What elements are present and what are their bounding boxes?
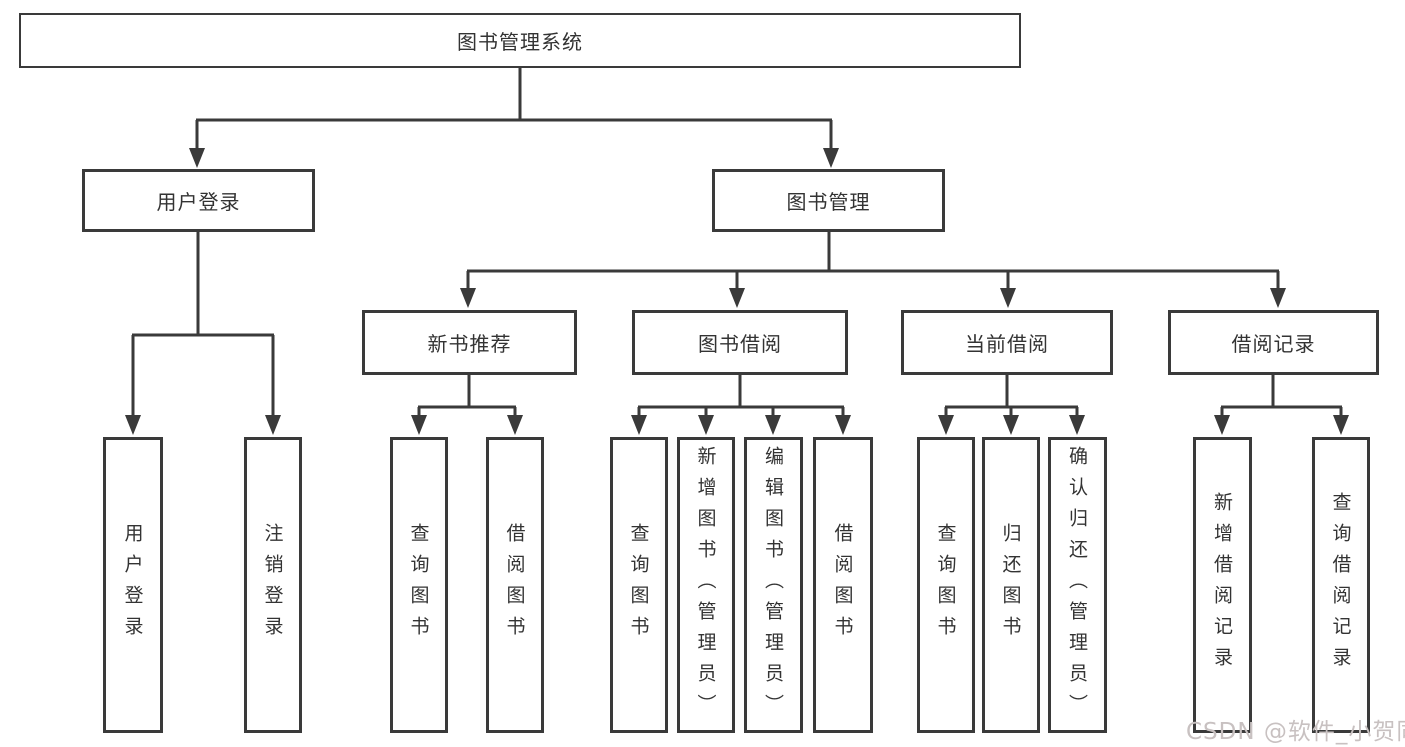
node-label: 查询借阅记录 <box>1329 492 1352 678</box>
node-label: 图书借阅 <box>698 332 782 356</box>
leaf-borrow-books-1: 借阅图书 <box>486 437 544 733</box>
node-user-login: 用户登录 <box>82 169 315 232</box>
leaf-query-borrow-record: 查询借阅记录 <box>1312 437 1370 733</box>
leaf-query-books-3: 查询图书 <box>917 437 975 733</box>
connector-borrow-record-branch <box>1214 375 1349 435</box>
node-label: 借阅记录 <box>1231 332 1316 356</box>
leaf-logout: 注销登录 <box>244 437 302 733</box>
node-label: 新增图书（管理员） <box>694 445 717 725</box>
node-label: 图书管理系统 <box>457 30 583 54</box>
connector-new-book-branch <box>411 375 523 435</box>
leaf-edit-books-admin: 编辑图书（管理员） <box>744 437 803 733</box>
leaf-return-books: 归还图书 <box>982 437 1040 733</box>
node-current-borrowing: 当前借阅 <box>901 310 1113 375</box>
csdn-watermark: CSDN @软件_小贺同学 <box>1186 719 1405 745</box>
leaf-query-books-2: 查询图书 <box>610 437 668 733</box>
node-label: 图书管理 <box>786 190 871 214</box>
leaf-confirm-return-admin: 确认归还（管理员） <box>1048 437 1107 733</box>
node-new-book-recommendation: 新书推荐 <box>362 310 577 375</box>
node-label: 借阅图书 <box>503 523 526 647</box>
node-book-management: 图书管理 <box>712 169 945 232</box>
node-label: 借阅图书 <box>831 523 854 647</box>
connector-book-borrow-branch <box>631 375 851 435</box>
leaf-add-borrow-record: 新增借阅记录 <box>1193 437 1252 733</box>
node-label: 确认归还（管理员） <box>1066 445 1088 725</box>
connector-root-to-level2 <box>189 68 839 168</box>
node-label: 用户登录 <box>121 523 144 647</box>
node-borrowing-records: 借阅记录 <box>1168 310 1379 375</box>
leaf-borrow-books-2: 借阅图书 <box>813 437 873 733</box>
node-book-borrowing: 图书借阅 <box>632 310 848 375</box>
node-label: 注销登录 <box>261 523 284 647</box>
node-label: 新书推荐 <box>427 332 512 356</box>
node-label: 查询图书 <box>934 523 957 647</box>
connector-book-management-branch <box>460 232 1286 308</box>
node-label: 查询图书 <box>407 523 430 647</box>
node-label: 新增借阅记录 <box>1211 492 1233 678</box>
node-label: 查询图书 <box>627 523 650 647</box>
connector-user-login-branch <box>125 232 281 435</box>
node-label: 归还图书 <box>999 523 1022 647</box>
leaf-add-books-admin: 新增图书（管理员） <box>677 437 735 733</box>
connector-current-borrow-branch <box>938 375 1085 435</box>
node-label: 当前借阅 <box>965 332 1049 356</box>
leaf-query-books-1: 查询图书 <box>390 437 448 733</box>
node-label: 用户登录 <box>156 190 241 214</box>
node-label: 编辑图书（管理员） <box>762 445 784 725</box>
node-library-management-system: 图书管理系统 <box>19 13 1021 68</box>
leaf-user-login: 用户登录 <box>103 437 163 733</box>
